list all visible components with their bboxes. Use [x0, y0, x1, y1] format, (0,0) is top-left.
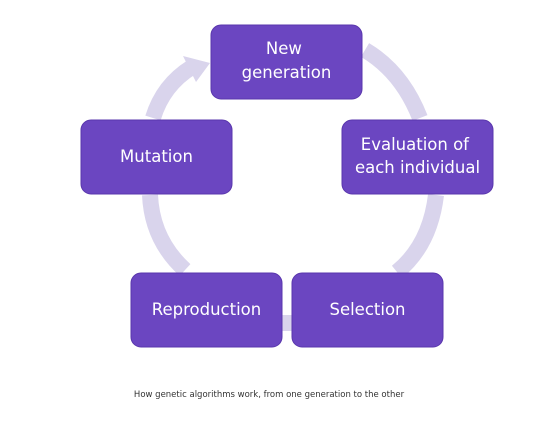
node-evaluation-line-1: Evaluation of	[361, 135, 470, 154]
node-new-generation: New generation	[210, 24, 363, 100]
node-selection: Selection	[291, 272, 444, 348]
svg-text:Selection: Selection	[329, 300, 405, 319]
arrow-new-generation-to-evaluation	[360, 43, 428, 122]
arrow-mutation-to-new-generation	[145, 60, 197, 121]
arrow-reproduction-to-mutation	[142, 194, 191, 276]
svg-text:New generation: New generation	[242, 39, 332, 82]
arrow-evaluation-to-selection	[391, 193, 444, 279]
cycle-arrows	[142, 43, 444, 331]
node-mutation: Mutation	[80, 119, 233, 195]
node-reproduction: Reproduction	[130, 272, 283, 348]
figure-caption: How genetic algorithms work, from one ge…	[133, 390, 405, 400]
node-reproduction-label: Reproduction	[152, 300, 261, 319]
node-mutation-label: Mutation	[120, 147, 193, 166]
node-evaluation-line-2: each individual	[355, 158, 480, 177]
node-evaluation: Evaluation of each individual	[341, 119, 494, 195]
svg-text:Evaluation of each indiv: Evaluation of each individual	[355, 135, 480, 177]
svg-text:Reproduction: Reproduction	[152, 300, 261, 319]
node-new-generation-line-2: generation	[242, 63, 332, 82]
arrowhead-into-new-generation	[183, 56, 210, 82]
node-selection-label: Selection	[329, 300, 405, 319]
svg-text:Mutation: Mutation	[120, 147, 193, 166]
node-new-generation-line-1: New	[266, 39, 302, 58]
